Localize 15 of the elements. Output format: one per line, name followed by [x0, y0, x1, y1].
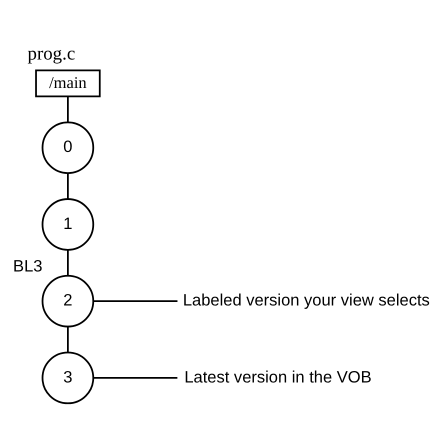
connector: [94, 300, 178, 302]
connector: [67, 249, 69, 275]
node-circle: 1: [42, 198, 94, 250]
node-circle: 3: [42, 351, 94, 404]
node-label: BL3: [13, 256, 42, 275]
node-text: Labeled version your view selects: [182, 290, 430, 310]
connector: [67, 326, 69, 352]
node-circle: 0: [42, 120, 94, 174]
connector: [93, 376, 178, 378]
node-circle: 2: [42, 274, 94, 327]
connector: [67, 172, 69, 198]
node-box: /main: [35, 69, 101, 97]
node-text: Latest version in the VOB: [184, 366, 372, 386]
diagram-title: prog.c: [28, 43, 76, 64]
connector: [67, 96, 69, 122]
